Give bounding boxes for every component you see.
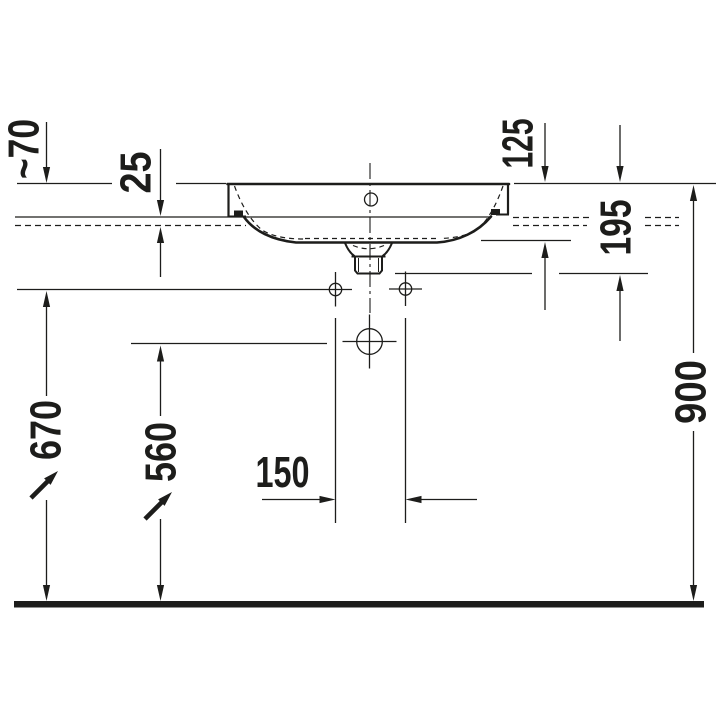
arrow-down-195	[616, 166, 624, 182]
bowl-outer-surface	[242, 215, 493, 244]
arrow-left-150	[405, 495, 422, 504]
arrow-right-150	[319, 495, 336, 504]
dimension-label-rim-to-drain-outlet: 195	[592, 200, 641, 256]
fixing-hole-crosshairs	[319, 271, 422, 307]
arrow-down-900	[689, 585, 698, 601]
dimension-label-supply-height: 560	[137, 422, 186, 482]
drain-thread-lines	[358, 258, 379, 272]
arrow-up-670	[42, 291, 51, 307]
arrow-down-125	[541, 166, 549, 182]
dimension-label-faucet-above-rim: ~70	[0, 119, 49, 179]
faucet-hole	[363, 192, 379, 207]
arrow-up-195	[616, 275, 624, 291]
left-rim-nub	[234, 210, 243, 217]
drain-outlet	[344, 242, 393, 275]
supply-crosshair	[342, 314, 397, 369]
drain-hidden-arc	[352, 244, 385, 250]
drain-funnel-sides	[344, 242, 393, 257]
adjustability-arrow-670	[29, 471, 58, 500]
supply-connection	[342, 314, 397, 369]
arrow-down-70	[42, 167, 51, 183]
dimension-label-fixing-hole-spacing: 150	[256, 448, 310, 497]
drain-body	[354, 256, 383, 275]
adjustability-arrow-560	[143, 492, 172, 521]
dimension-lines	[29, 122, 698, 601]
dimension-label-rim-to-mounting-line: 25	[112, 152, 161, 194]
arrow-up-560	[156, 345, 165, 362]
dimension-label-rim-height: 900	[667, 360, 716, 424]
bowl-inner-hidden-left	[233, 185, 306, 240]
reference-lines	[15, 182, 716, 523]
arrow-down-670	[42, 585, 51, 601]
arrow-up-125	[541, 242, 549, 258]
floor-line	[14, 601, 704, 608]
arrow-down-25	[156, 200, 165, 216]
dimension-labels: ~70 25 125 195 900 670 560 150	[0, 119, 716, 498]
fixing-holes	[319, 271, 422, 307]
arrow-down-560	[156, 585, 165, 601]
rim-bottom-stubs	[228, 213, 509, 218]
arrow-up-900	[689, 185, 698, 201]
dimension-label-rim-to-bowl-bottom: 125	[494, 119, 543, 169]
hole-extension-lines	[334, 318, 407, 523]
dimension-label-fixing-hole-height: 670	[22, 400, 71, 460]
arrow-up-25	[156, 227, 165, 243]
washbasin-outline	[226, 182, 511, 244]
right-rim-nub	[491, 209, 500, 215]
